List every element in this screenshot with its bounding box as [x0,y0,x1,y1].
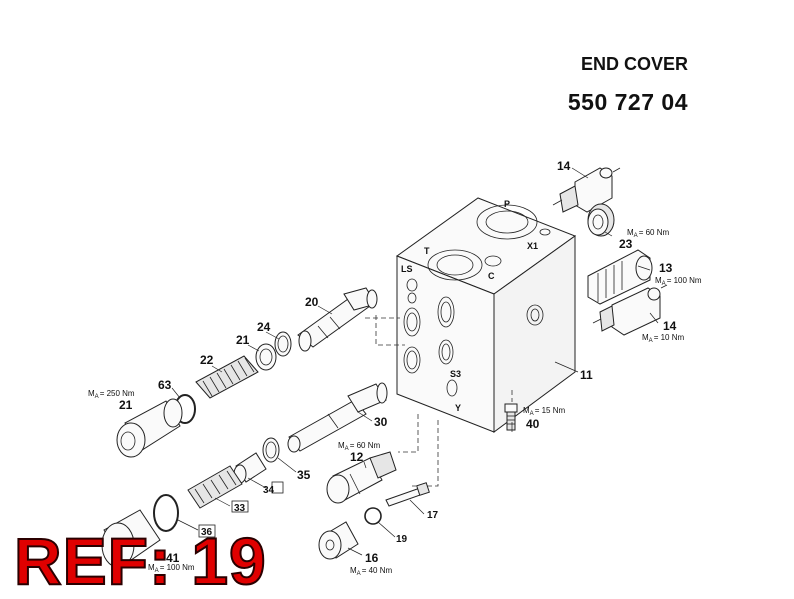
callout-33: 33 [234,503,246,514]
callout-23: 23 [619,237,633,251]
box-36 [198,524,216,538]
callout-21-plug: 21 [119,398,133,412]
leader-lines [171,167,659,556]
callout-22: 22 [200,353,214,367]
callout-19: 19 [396,534,408,545]
torque-13: MA= 100 Nm [655,276,702,287]
port-s3-label: S3 [450,369,461,379]
part-number: 550 727 04 [567,89,688,115]
callout-20: 20 [305,295,319,309]
torque-40: MA= 15 Nm [523,406,565,417]
part-35-washer [262,437,280,463]
part-12-cartridge [326,451,397,504]
part-41-plug [101,509,161,568]
part-24-ring [274,331,292,357]
part-17-pin [385,482,430,507]
part-14-lower [592,284,668,336]
part-19-oring [364,507,382,525]
valve-body-11 [395,197,577,433]
diagram-title: END COVER [580,54,688,74]
port-y-label: Y [455,403,461,413]
port-t-label: T [424,246,430,256]
part-21-plug [116,398,183,458]
callout-41: 41 [166,551,180,565]
callout-21-washer: 21 [236,333,250,347]
part-22-spring [195,355,259,399]
callout-30: 30 [374,415,388,429]
part-21-washer [255,343,277,371]
part-40-screw [504,403,518,431]
port-p-label: P [504,199,510,209]
torque-23: MA= 60 Nm [627,228,669,239]
port-x1-label: X1 [527,241,538,251]
callout-13: 13 [659,261,673,275]
callout-17: 17 [427,510,439,521]
port-ls-label: LS [401,264,413,274]
torque-16: MA= 40 Nm [350,566,392,577]
callout-63: 63 [158,378,172,392]
callout-14-upper: 14 [557,159,571,173]
ref-overlay-label: REF: 19 [13,524,267,598]
part-33-spring [187,465,243,509]
torque-21: MA= 250 Nm [88,389,135,400]
port-c-label: C [488,271,495,281]
callout-40: 40 [526,417,540,431]
callout-34: 34 [263,485,275,496]
part-30-spool [287,382,388,453]
callout-24: 24 [257,320,271,334]
part-23-plug [587,203,615,237]
torque-14: MA= 10 Nm [642,333,684,344]
callout-12: 12 [350,450,364,464]
part-16-plug [318,521,359,560]
callout-11: 11 [580,368,593,382]
callout-36: 36 [201,527,213,538]
torque-12: MA= 60 Nm [338,441,380,452]
part-14-upper [552,167,621,213]
torque-41: MA= 100 Nm [148,563,195,574]
box-33 [231,500,249,513]
callout-35: 35 [297,468,311,482]
callout-14-lower: 14 [663,319,677,333]
box-34 [271,481,284,494]
part-20-spool [297,287,378,352]
callout-16: 16 [365,551,379,565]
part-36-oring [153,494,179,532]
